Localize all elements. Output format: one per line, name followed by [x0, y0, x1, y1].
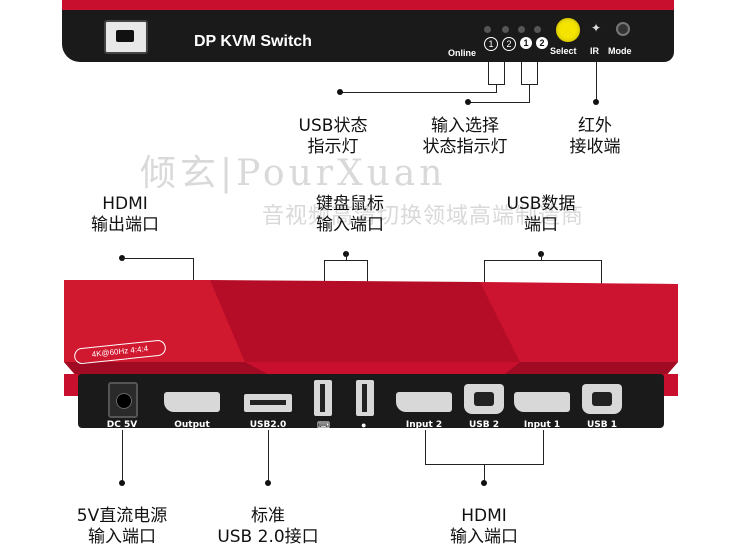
- usb2-leader-v: [268, 430, 269, 482]
- usb2-port[interactable]: [244, 394, 292, 412]
- top-device-red-shell: [62, 0, 674, 12]
- led-icon: [484, 26, 491, 33]
- power-rocker-switch[interactable]: [104, 20, 148, 54]
- kb-mouse-leader-h: [324, 260, 368, 261]
- input-2-port[interactable]: [396, 392, 452, 412]
- usb-status-leader-v2: [504, 62, 505, 84]
- model-label: DP KVM Switch: [194, 33, 312, 50]
- usb-status-callout: USB状态 指示灯: [298, 116, 368, 157]
- input-select-leader-v2: [537, 62, 538, 84]
- usb-b-1-inner: [592, 392, 612, 406]
- power-rocker-face: [116, 30, 134, 42]
- input-1-port[interactable]: [514, 392, 570, 412]
- input-select-leds: [518, 26, 558, 36]
- select-label: Select: [550, 46, 577, 56]
- input-select-leader-mid: [529, 84, 530, 102]
- select-button[interactable]: [556, 18, 580, 42]
- keyboard-port-tongue: [320, 384, 325, 412]
- brand-watermark: 倾玄|PourXuan: [140, 153, 447, 194]
- power-leader-v: [122, 430, 123, 482]
- hdmi-output-callout: HDMI 输出端口: [91, 194, 159, 235]
- top-device: DP KVM Switch 1 2 1 2 Online Select ✦ IR…: [62, 0, 674, 64]
- hdmi-in-leader-mid: [484, 464, 485, 482]
- online-port-2-number: 2: [502, 37, 516, 51]
- usb2-leader-dot: [265, 480, 271, 486]
- usb-b-2-port[interactable]: [464, 384, 504, 414]
- usb-status-leader-v1: [488, 62, 489, 84]
- mode-label: Mode: [608, 46, 632, 56]
- usb-status-leader-h2: [340, 92, 496, 93]
- usb-b-1-port[interactable]: [582, 384, 622, 414]
- usb2-label: USB2.0: [249, 420, 287, 430]
- kb-mouse-leader-mid: [346, 252, 347, 260]
- online-port-1-number: 1: [484, 37, 498, 51]
- bottom-device-shell: [64, 280, 678, 428]
- hdmi-output-leader-h: [122, 258, 194, 259]
- hdmi-in-leader-v1: [425, 430, 426, 464]
- ir-receiver-callout: 红外 接收端: [569, 116, 621, 157]
- kb-mouse-callout: 键盘鼠标 输入端口: [316, 194, 384, 235]
- keyboard-usb-port[interactable]: [314, 380, 332, 416]
- top-device-front-panel: [62, 10, 674, 62]
- keyboard-icon: ⌨: [317, 420, 330, 430]
- usb-b-2-inner: [474, 392, 494, 406]
- power-callout: 5V直流电源 输入端口: [76, 506, 168, 547]
- usb-status-leader-dot: [337, 89, 343, 95]
- usb-b-1-label: USB 1: [586, 420, 618, 430]
- usb-data-callout: USB数据 端口: [506, 194, 576, 235]
- input-select-callout: 输入选择 状态指示灯: [422, 116, 508, 157]
- usb-status-leds: [484, 26, 524, 36]
- output-label: Output: [174, 420, 210, 430]
- mode-button[interactable]: [616, 22, 630, 36]
- usb2-callout: 标准 USB 2.0接口: [217, 506, 319, 547]
- input-select-leader-h2: [468, 102, 530, 103]
- hdmi-input-callout: HDMI 输入端口: [450, 506, 518, 547]
- mouse-usb-port[interactable]: [356, 380, 374, 416]
- ir-leader-dot: [593, 99, 599, 105]
- led-icon: [518, 26, 525, 33]
- mouse-icon: ●: [361, 420, 367, 430]
- input-1-label: Input 1: [523, 420, 561, 430]
- input-2-label: Input 2: [405, 420, 443, 430]
- input-select-leader-dot: [465, 99, 471, 105]
- ir-receiver-icon: ✦: [590, 21, 602, 35]
- dc-power-jack[interactable]: [108, 382, 138, 418]
- led-icon: [534, 26, 541, 33]
- select-port-2-number: 2: [536, 37, 548, 49]
- mouse-port-tongue: [362, 384, 367, 412]
- usb-data-leader-h: [484, 260, 602, 261]
- usb-data-leader-mid: [541, 252, 542, 260]
- ir-label: IR: [590, 46, 599, 56]
- power-leader-dot: [119, 480, 125, 486]
- online-label: Online: [448, 48, 477, 58]
- led-icon: [502, 26, 509, 33]
- usb2-port-tongue: [250, 400, 286, 405]
- input-select-leader-v1: [521, 62, 522, 84]
- hdmi-in-leader-dot: [481, 480, 487, 486]
- hdmi-in-leader-v2: [543, 430, 544, 464]
- select-port-1-number: 1: [520, 37, 532, 49]
- dc-label: DC 5V: [106, 420, 138, 430]
- slogan-watermark: 音视频高清切换领域高端制造商: [262, 204, 585, 229]
- dc-jack-hole: [116, 393, 132, 409]
- output-port[interactable]: [164, 392, 220, 412]
- usb-status-leader-mid: [496, 84, 497, 93]
- ir-leader-v: [596, 62, 597, 102]
- usb-b-2-label: USB 2: [468, 420, 500, 430]
- bottom-device: 4K@60Hz 4:4:4 DC 5V Output USB2.0 ⌨ ● In…: [60, 270, 682, 430]
